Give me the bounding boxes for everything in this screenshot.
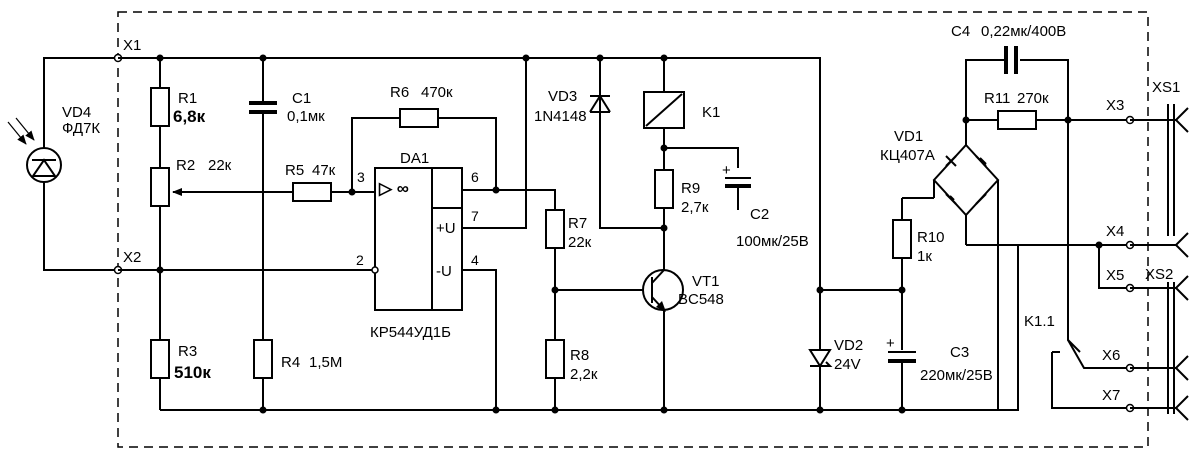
vd3-ref: VD3 [548,88,577,105]
vd3-value: 1N4148 [534,108,587,125]
da1-symbol: ▷ ∞ [378,179,409,198]
da1-plus-u: +U [436,220,456,237]
capacitor-c1 [249,58,277,340]
r1-value: 6,8к [173,107,206,126]
capacitor-c3: + [886,335,916,410]
positive-rail [118,57,821,290]
da1-pin-2: 2 [356,252,364,268]
relay-coil-k1 [643,91,685,170]
svg-text:+: + [886,335,895,352]
resistor-r6 [351,108,497,192]
r5-value: 47к [312,162,336,179]
r3-ref: R3 [178,343,197,360]
da1-minus-u: -U [436,263,452,280]
bridge-rectifier-vd1 [932,120,1000,410]
r3-value: 510к [174,363,211,382]
resistor-r11 [966,110,1130,130]
vd1-value: КЦ407А [880,147,935,164]
resistor-r4 [253,339,273,410]
r5-ref: R5 [285,162,304,179]
r8-value: 2,2к [570,366,598,383]
r1-ref: R1 [178,90,197,107]
c1-ref: C1 [292,90,311,107]
r10-ref: R10 [917,229,945,246]
connector-xs2 [1130,275,1189,421]
c3-ref: C3 [950,344,969,361]
da1-pin-2-node [371,266,379,274]
da1-ref: DA1 [400,150,429,167]
terminal-x5-label: X5 [1106,267,1124,284]
device-enclosure-outline [117,11,1149,448]
r7-value: 22к [568,234,592,251]
r4-value: 1,5М [309,354,342,371]
wiper-to-r5 [172,182,375,202]
da1-pin-3: 3 [357,169,365,185]
diode-vd3 [589,95,664,229]
k1-ref: K1 [702,104,720,121]
vd2-value: 24V [834,356,861,373]
terminal-x2-label: X2 [123,249,141,266]
k1-1-ref: K1.1 [1024,313,1055,330]
svg-text:+: + [722,162,731,179]
resistor-r3 [150,339,170,410]
zener-vd2 [808,289,902,410]
xs1-label: XS1 [1152,79,1180,96]
terminal-x6-label: X6 [1102,347,1120,364]
r2-ref: R2 [176,157,195,174]
connector-xs1 [1130,104,1189,258]
da1-pin-6: 6 [471,169,479,185]
da1-pin-4: 4 [471,252,479,268]
r11-value: 270к [1017,90,1049,107]
terminal-x7-label: X7 [1102,387,1120,404]
photodiode-vd4 [7,57,118,271]
junction-dots [156,54,1103,414]
vt1-value: BC548 [678,291,724,308]
resistor-r8 [545,339,565,410]
resistor-r9 [654,147,739,230]
xs2-label: XS2 [1145,266,1173,283]
capacitor-c4 [965,46,1069,120]
terminal-x4-label: X4 [1106,223,1124,240]
output-wiring [966,120,1130,409]
r4-ref: R4 [281,354,300,371]
r10-value: 1к [917,248,932,265]
da1-pin-7: 7 [471,208,479,224]
resistor-r10 [892,197,934,350]
vd4-ref: VD4 [62,104,91,121]
vd1-ref: VD1 [894,128,923,145]
capacitor-c2: + [722,162,751,188]
r9-value: 2,7к [681,199,709,216]
r6-value: 470к [421,84,453,101]
c1-value: 0,1мк [287,108,325,125]
vd4-value: ФД7К [62,120,100,137]
c4-value: 0,22мк/400В [981,23,1066,40]
common-rail [118,244,1019,411]
c4-ref: C4 [951,23,970,40]
opamp-da1 [374,167,463,311]
da1-value: КР544УД1Б [370,324,451,341]
terminal-x3-label: X3 [1106,97,1124,114]
vd2-ref: VD2 [834,337,863,354]
transistor-vt1 [555,228,684,410]
c2-ref: C2 [750,206,769,223]
resistor-r1 [150,58,170,168]
terminal-x1-label: X1 [123,37,141,54]
vt1-ref: VT1 [692,273,720,290]
r8-ref: R8 [570,347,589,364]
r2-value: 22к [208,157,232,174]
r7-ref: R7 [568,215,587,232]
r9-ref: R9 [681,180,700,197]
c2-value: 100мк/25В [736,233,809,250]
c3-value: 220мк/25В [920,367,993,384]
resistor-r7 [545,209,565,340]
r6-ref: R6 [390,84,409,101]
r11-ref: R11 [984,90,1010,107]
potentiometer-r2 [150,167,170,340]
